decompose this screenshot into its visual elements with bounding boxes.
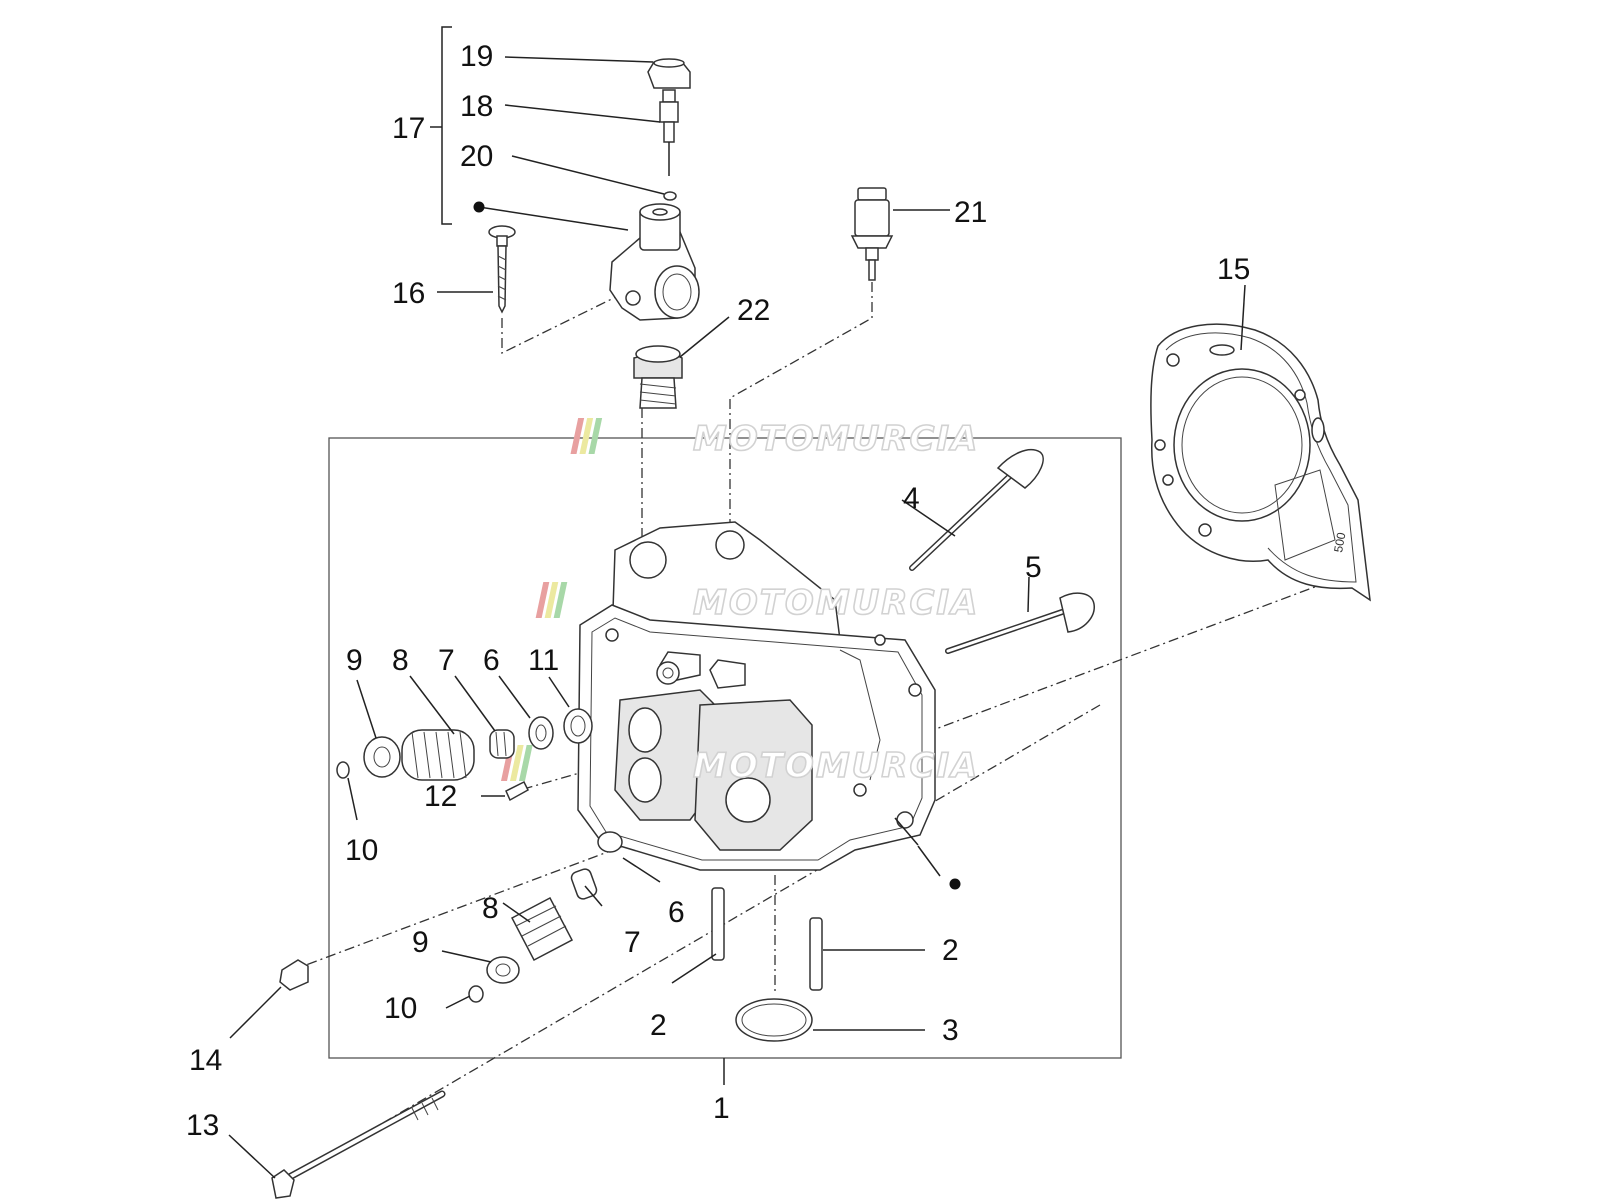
valve-lower-part [945,592,1095,654]
stud-left-part [711,887,725,961]
callout-7b: 7 [624,926,641,959]
callout-21: 21 [954,196,987,229]
callout-1: 1 [713,1092,730,1125]
assembly-frame [328,437,1122,1059]
callout-10b: 10 [384,992,417,1025]
callout-14: 14 [189,1044,222,1077]
callout-22: 22 [737,294,770,327]
callout-6a: 6 [483,644,500,677]
svg-text:MOTOMURCIA: MOTOMURCIA [693,583,979,623]
callout-9a: 9 [346,644,363,677]
screw-part [488,225,516,314]
callout-9b: 9 [412,926,429,959]
gasket-marking: 500 [1331,531,1348,553]
callout-8b: 8 [482,892,499,925]
thermostat-part [633,345,683,409]
thermostat-housing-part [609,203,700,321]
callout-3: 3 [942,1014,959,1047]
callout-13: 13 [186,1109,219,1142]
valve-upper-part [909,448,1044,571]
callout-5: 5 [1025,551,1042,584]
callout-6b: 6 [668,896,685,929]
callout-11: 11 [528,644,559,677]
leader-lines [228,26,1246,1179]
callout-16: 16 [392,277,425,310]
svg-text:MOTOMURCIA: MOTOMURCIA [693,419,979,459]
callout-17: 17 [392,112,425,145]
cylinder-head-part [577,521,936,871]
callout-20: 20 [460,140,493,173]
bullet-dot-upper [473,201,485,213]
head-gasket-part: 500 [1150,323,1371,602]
svg-text:MOTOMURCIA: MOTOMURCIA [693,746,979,786]
watermark-1: MOTOMURCIA [570,418,979,460]
stud-right-part [809,917,823,991]
dowel-pin-part [505,780,529,802]
upper-valve-train [336,708,593,781]
o-ring-small-part [663,191,677,201]
callout-12: 12 [424,780,457,813]
callout-7a: 7 [438,644,455,677]
callout-18: 18 [460,90,493,123]
callout-labels: 1 2 2 3 4 5 6 6 7 7 8 8 9 9 10 10 11 12 … [186,40,1250,1142]
ring-part [735,998,813,1042]
watermark-3: MOTOMURCIA [500,745,979,787]
long-bolt-part [271,1090,446,1199]
callout-10a: 10 [345,834,378,867]
bullet-dot-lower [949,878,961,890]
callout-4: 4 [903,482,920,515]
callout-8a: 8 [392,644,409,677]
callout-2a: 2 [650,1009,667,1042]
callout-2b: 2 [942,934,959,967]
bleed-screw-part [659,89,679,176]
callout-15: 15 [1217,253,1250,286]
temperature-sensor-part [850,187,894,281]
plug-part [279,959,309,991]
callout-19: 19 [460,40,493,73]
watermark-2: MOTOMURCIA [535,582,979,624]
cap-part [647,58,691,89]
